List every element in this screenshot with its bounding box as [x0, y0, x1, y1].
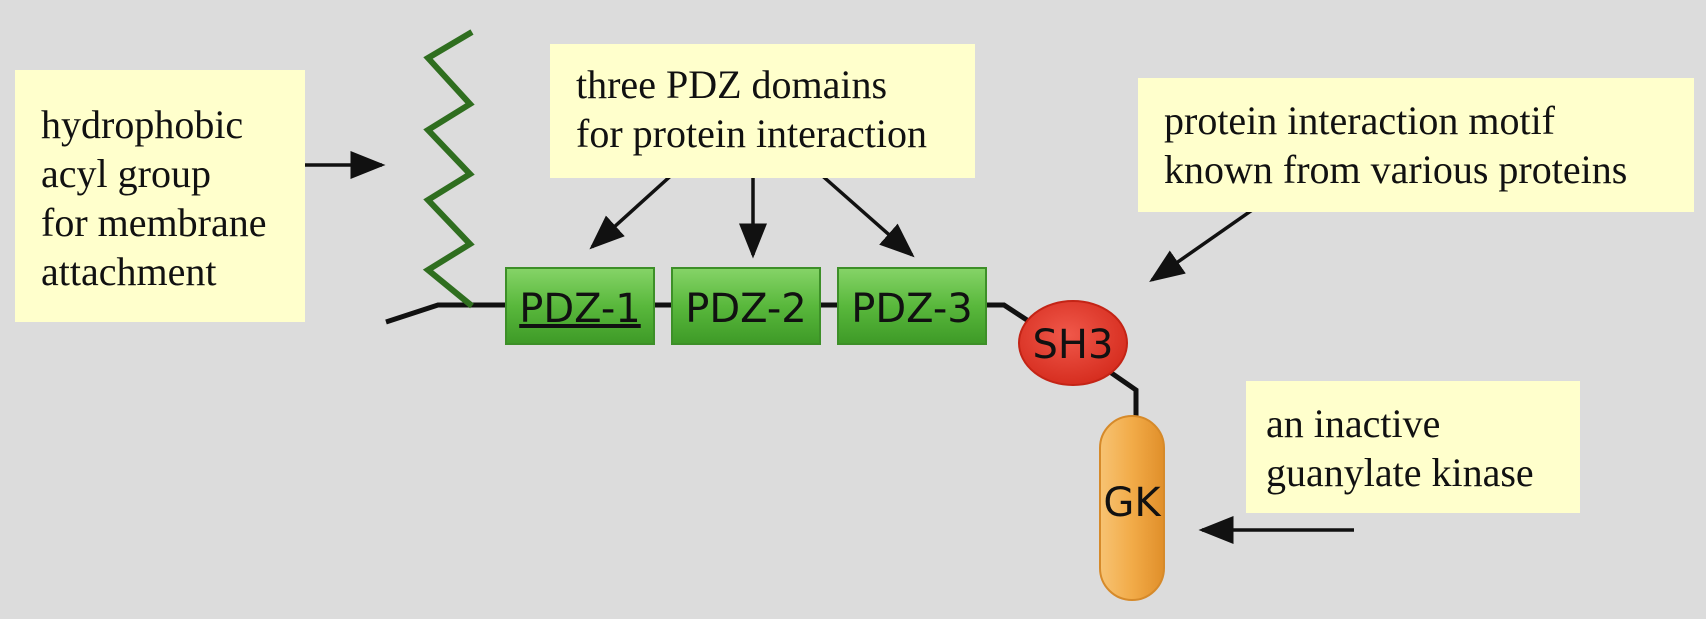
linker-sh3-gk: [1108, 369, 1139, 420]
note-pdz-line-1: three PDZ domains: [576, 62, 888, 107]
gk-label: GK: [1103, 480, 1162, 526]
pdz-1-label: PDZ-1: [519, 286, 641, 332]
protein-backbone: [385, 302, 508, 325]
gk-domain: [1099, 415, 1165, 601]
sh3-label: SH3: [1033, 322, 1114, 368]
note-pdz-line-2: for protein interaction: [576, 111, 927, 156]
note-motif-line-1: protein interaction motif: [1164, 98, 1555, 143]
note-acyl-line-4: attachment: [41, 249, 217, 294]
note-acyl-line-1: hydrophobic: [41, 102, 244, 147]
linker-pdz3-sh3: [984, 302, 1032, 325]
note-motif-line-2: known from various proteins: [1164, 147, 1628, 192]
note-acyl-line-3: for membrane: [41, 200, 267, 245]
pdz-3-domain: [837, 267, 987, 345]
note-acyl-group: hydrophobic acyl group for membrane atta…: [15, 70, 305, 322]
sh3-domain: [1018, 300, 1128, 386]
pdz-2-label: PDZ-2: [685, 286, 807, 332]
arrow-pdz-1: [589, 170, 677, 250]
note-acyl-line-2: acyl group: [41, 151, 211, 196]
arrow-pdz-3: [816, 170, 915, 258]
pdz-3-label: PDZ-3: [851, 286, 973, 332]
note-kinase-line-1: an inactive: [1266, 401, 1441, 446]
note-guanylate-kinase: an inactive guanylate kinase: [1246, 381, 1580, 513]
pdz-2-domain: [671, 267, 821, 345]
acyl-group-chain: [422, 29, 475, 309]
note-pdz-domains: three PDZ domains for protein interactio…: [550, 44, 975, 178]
pdz-1-domain: [505, 267, 655, 345]
note-kinase-line-2: guanylate kinase: [1266, 450, 1534, 495]
note-interaction-motif: protein interaction motif known from var…: [1138, 78, 1694, 212]
